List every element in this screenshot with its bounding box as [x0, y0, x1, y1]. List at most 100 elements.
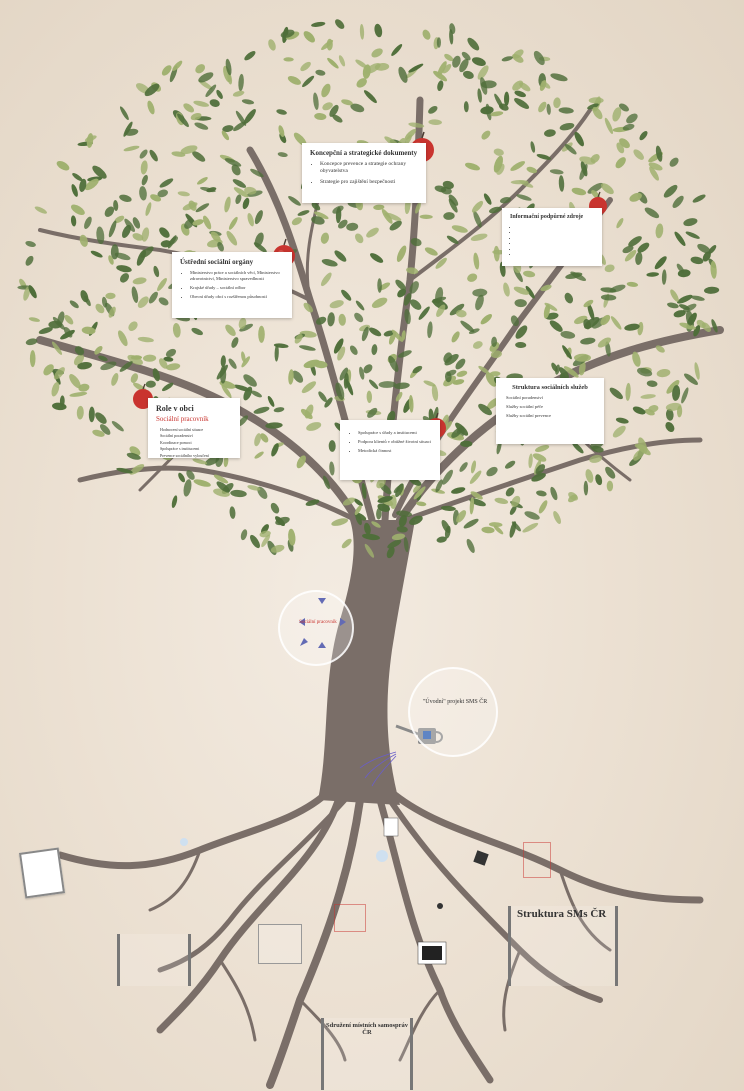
leaf [470, 491, 483, 500]
leaf [368, 327, 382, 337]
leaf [460, 320, 475, 333]
leaf [172, 322, 181, 338]
leaf [685, 310, 694, 326]
leaf [268, 39, 276, 51]
leaf [644, 207, 660, 219]
leaf [616, 218, 624, 229]
note-card-center[interactable] [334, 904, 366, 932]
leaf [493, 155, 503, 173]
leaf [203, 215, 212, 230]
leaf [53, 367, 65, 380]
leaf [681, 387, 689, 404]
circle-project[interactable]: "Úvodní" projekt SMS ČR [408, 667, 498, 757]
leaf [376, 507, 382, 520]
leaf [329, 300, 344, 309]
roots [56, 786, 704, 1089]
leaf [670, 289, 679, 302]
leaf [692, 194, 706, 203]
leaf [327, 312, 335, 327]
leaf [367, 407, 378, 418]
leaf [477, 88, 482, 103]
leaf [578, 361, 586, 376]
card-role[interactable]: Role v obci Sociální pracovník Hodnocení… [148, 398, 240, 458]
leaf [431, 384, 439, 402]
leaf [526, 166, 538, 174]
leaf [443, 352, 453, 363]
leaf [655, 345, 665, 353]
leaf [711, 319, 718, 333]
leaf [321, 259, 338, 267]
bracket-structure[interactable]: Struktura SMs ČR [508, 906, 618, 986]
leaf [244, 186, 257, 195]
leaf [280, 29, 295, 38]
circle-social-worker[interactable]: Sociální pracovník [278, 590, 354, 666]
leaf [195, 203, 210, 213]
leaf [416, 501, 427, 507]
leaf [327, 57, 339, 69]
leaf [371, 48, 383, 58]
leaf [646, 272, 659, 277]
leaf [362, 533, 380, 541]
leaf [342, 497, 355, 506]
leaf [81, 326, 96, 335]
leaf [111, 372, 119, 386]
leaf [490, 350, 502, 359]
leaf [605, 466, 616, 479]
bracket-left[interactable] [117, 934, 191, 986]
leaf [366, 390, 373, 403]
leaf [139, 149, 148, 159]
leaf [436, 37, 441, 48]
leaf [145, 380, 156, 388]
leaf [105, 292, 116, 300]
note-card-right[interactable] [523, 842, 551, 878]
leaf [139, 186, 147, 201]
leaf [159, 358, 168, 369]
note-card-left[interactable] [18, 847, 66, 899]
leaf [510, 315, 519, 327]
leaf [25, 338, 38, 346]
card-services[interactable]: Struktura sociálních služeb Sociální por… [496, 378, 604, 444]
leaf [525, 285, 535, 299]
card-cooperation[interactable]: Spolupráce s úřady a institucemi Podpora… [340, 420, 440, 480]
leaf [216, 481, 230, 493]
note-card-bottom[interactable] [258, 924, 302, 964]
leaf [100, 424, 111, 435]
leaf [505, 487, 515, 497]
leaf [140, 160, 148, 175]
leaf [220, 355, 226, 368]
leaf [408, 395, 414, 413]
card-strategy[interactable]: Koncepční a strategické dokumenty Koncep… [302, 143, 426, 203]
leaf [78, 383, 90, 392]
leaf [188, 200, 197, 211]
card-social-bodies[interactable]: Ústřední sociální orgány Ministerstvo pr… [172, 252, 292, 318]
leaf [159, 227, 170, 238]
leaf [628, 236, 642, 247]
leaf [524, 511, 540, 520]
leaf [553, 97, 561, 109]
leaf [332, 205, 344, 214]
leaf [462, 70, 474, 79]
leaf [528, 453, 533, 469]
leaf [137, 336, 154, 343]
leaf [241, 356, 250, 368]
leaf [409, 281, 419, 294]
leaf [648, 162, 663, 171]
leaf [126, 452, 141, 460]
leaf [128, 321, 138, 331]
leaf [52, 402, 67, 411]
leaf [583, 480, 589, 496]
leaf [216, 89, 223, 99]
leaf [132, 233, 144, 241]
card-information[interactable]: Informační podpůrné zdroje [502, 208, 602, 266]
leaf [267, 395, 275, 407]
leaf [314, 211, 329, 220]
leaf [341, 538, 352, 549]
leaf [553, 511, 561, 524]
leaf [672, 385, 681, 401]
bracket-association[interactable]: Sdružení místních samospráv ČR [321, 1018, 413, 1090]
leaf [333, 338, 344, 354]
leaf [403, 537, 409, 553]
leaf [483, 193, 492, 205]
trunk [318, 520, 415, 805]
leaf [94, 346, 103, 355]
